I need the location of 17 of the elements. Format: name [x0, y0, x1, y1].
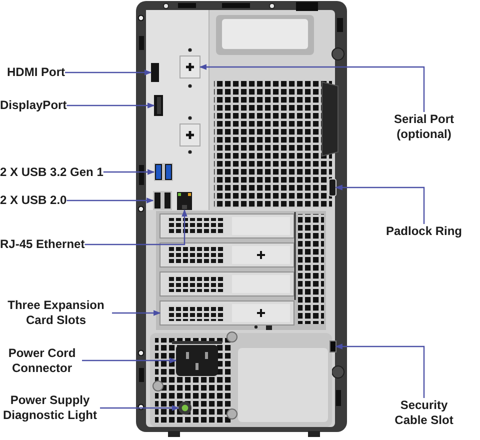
callout-label: HDMI Port [7, 65, 65, 80]
callout-label: 2 X USB 2.0 [0, 193, 67, 208]
leader-line [66, 102, 155, 108]
callout-label: Three Expansion Card Slots [0, 298, 112, 328]
leader-line [335, 184, 425, 224]
leader-line [335, 344, 425, 398]
callout-label: Security Cable Slot [384, 398, 464, 428]
leader-line [103, 169, 155, 175]
callout-label: Power Supply Diagnostic Light [0, 393, 100, 423]
callout-label: 2 X USB 3.2 Gen 1 [0, 164, 104, 180]
callout-label: Power Cord Connector [2, 346, 82, 376]
callout-label: Serial Port (optional) [386, 112, 462, 142]
callout-label: DisplayPort [0, 98, 67, 113]
leader-line [66, 198, 154, 204]
leader-line [65, 70, 152, 76]
callout-label: RJ-45 Ethernet [0, 237, 85, 252]
callout-label: Padlock Ring [386, 224, 462, 239]
